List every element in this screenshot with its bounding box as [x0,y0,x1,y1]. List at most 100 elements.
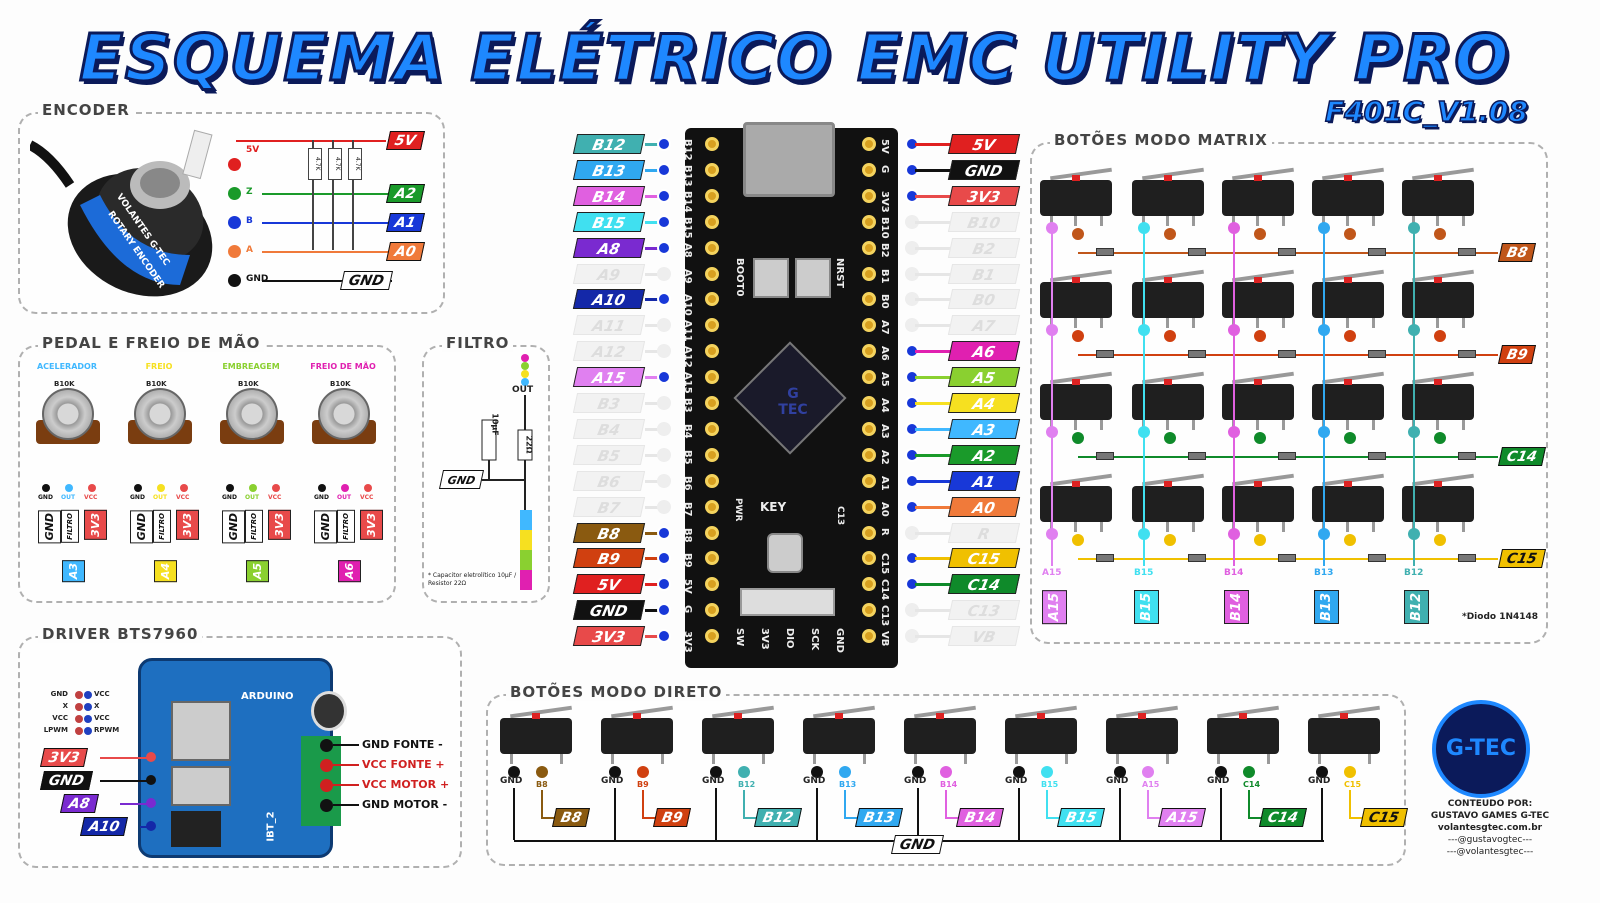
switch-button [1434,481,1442,487]
switch-leg [1318,754,1321,764]
board-right-pin: B0 [879,294,890,309]
potentiometer: B10K [32,376,102,466]
switch-lever [1050,269,1112,283]
board-hole [862,214,876,229]
direct-pin-dot [637,766,649,778]
board-left-pin: A11 [682,320,693,342]
switch-button [1254,277,1262,283]
driver-input-dot [146,752,156,762]
matrix-col-wire [1413,228,1415,566]
board-left-pin: 3V3 [682,631,693,653]
driver-board-text: ARDUINO [241,691,294,702]
switch-button [1037,713,1045,719]
pot-wire-label: 3V3 [176,510,199,540]
board-left-label: 3V3 [572,626,646,647]
direct-pin-wire [945,790,947,818]
board-left-label: GND [572,600,646,621]
matrix-diode [1368,554,1386,562]
switch-leg [1436,318,1439,328]
driver-pinout-left: GND [50,690,68,698]
switch-leg [1462,522,1465,532]
pot-pin-name: VCC [360,494,374,501]
switch-lever [1322,371,1384,385]
driver-input-tag: GND [39,771,93,790]
board-hole [705,188,719,203]
direct-pin-wire [1349,790,1351,818]
board-hole [705,473,719,488]
matrix-diode [1278,452,1296,460]
matrix-diode [1096,350,1114,358]
board-right-line [915,350,955,354]
board-right-label: A3 [947,418,1021,439]
switch-lever [1050,473,1112,487]
direct-pin-name: B12 [738,780,756,789]
pot-pin-name: GND [222,494,237,501]
switch-body [500,718,572,754]
encoder-pin-name: B [246,216,253,226]
matrix-col-tag: A15 [1042,590,1067,625]
switch-leg [1372,318,1375,328]
switch-button [1254,379,1262,385]
board-left-label: A11 [572,315,646,336]
matrix-col-name: B14 [1224,568,1244,578]
direct-gnd-wire [715,788,717,840]
direct-pin-name: C14 [1243,780,1261,789]
direct-pin-tag: B15 [1056,808,1106,827]
board-right-line [915,427,955,431]
board-right-pin: R [879,527,890,536]
driver-output-label: VCC MOTOR + [362,778,450,791]
board-hole [862,447,876,462]
board-left-line [645,609,665,613]
board-right-line [915,635,955,639]
board-hole [705,344,719,359]
pot-pin-dot [42,484,50,492]
switch-leg [1346,420,1349,430]
board-right-pin: A2 [879,449,890,465]
switch-leg [1192,522,1195,532]
matrix-row-dot [1344,330,1356,342]
board-hole [705,370,719,385]
pot-pin-name: GND [130,494,145,501]
matrix-col-name: B15 [1134,568,1154,578]
switch-leg [1412,216,1415,226]
switch-leg [1074,522,1077,532]
board-left-label: B9 [572,548,646,569]
board-right-label: C15 [947,548,1021,569]
matrix-col-tag: B12 [1404,590,1429,624]
matrix-col-name: B12 [1404,568,1424,578]
direct-gnd-wire [1018,788,1020,840]
switch-button [1072,379,1080,385]
board-bottom-pin: 3V3 [759,628,770,650]
direct-switch [1005,705,1077,764]
board-right-pin: VB [879,631,890,647]
board-left-label: B14 [572,185,646,206]
direct-pin-dot [1344,766,1356,778]
board-left-line [645,350,665,354]
credits-line2: GUSTAVO GAMES G-TEC [1430,811,1550,821]
switch-leg [1100,522,1103,532]
c13-label: C13 [835,506,845,526]
board-left-pin: B6 [682,475,693,491]
switch-leg [1166,420,1169,430]
filter-cap-label: 10µF [490,413,500,436]
board-right-label: A7 [947,315,1021,336]
driver-input-dot [146,821,156,831]
potentiometer: B10K [308,376,378,466]
driver-pinout-left: VCC [52,714,68,722]
encoder-resistor [352,140,364,250]
matrix-col-tag: B13 [1314,590,1339,624]
direct-gnd-dot [710,766,722,778]
board-logo: G TEC [778,386,808,418]
switch-lever [1142,167,1204,181]
board-right-label: GND [947,159,1021,180]
encoder-resistor-body: 4.7K [348,148,362,180]
switch-body [803,718,875,754]
board-hole [862,396,876,410]
pot-pin-dot [226,484,234,492]
encoder-wire [262,222,392,224]
direct-pin-wire-h [945,817,959,819]
board-hole [862,240,876,255]
board-right-label: A0 [947,496,1021,517]
switch-button [1072,481,1080,487]
board-left-dot [657,447,671,462]
